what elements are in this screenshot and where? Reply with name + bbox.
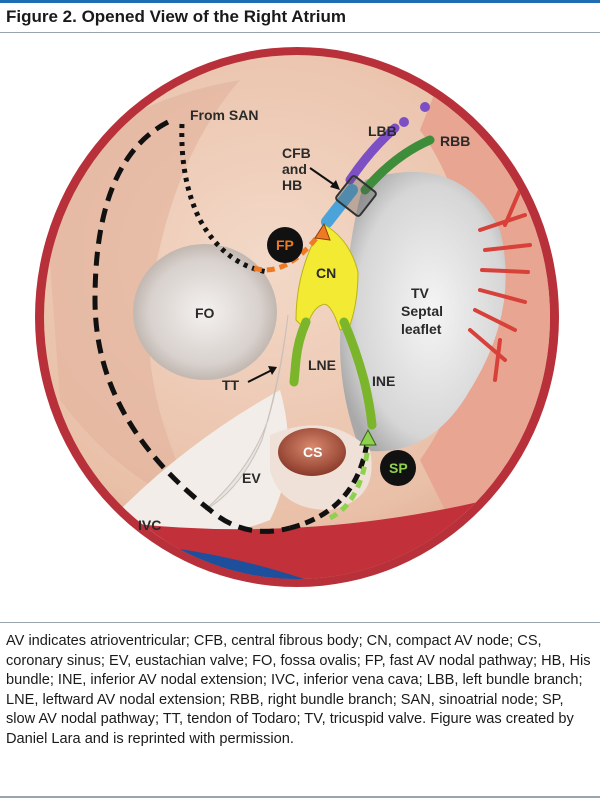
his-bundle	[321, 184, 358, 228]
sp-badge	[380, 450, 416, 486]
label-from-san: From SAN	[190, 107, 258, 123]
label-fo: FO	[195, 305, 215, 321]
fast-pathway-arrowhead	[314, 222, 331, 241]
bottom-rule	[0, 796, 600, 798]
label-ivc: IVC	[138, 517, 161, 533]
label-ine: INE	[372, 373, 395, 389]
leftward-nodal-extension	[289, 317, 311, 387]
label-tt: TT	[222, 377, 240, 393]
label-cs: CS	[303, 444, 322, 460]
label-tv-line2: Septal	[401, 303, 443, 319]
tv-septal-leaflet	[340, 171, 506, 452]
eustachian-valve	[120, 390, 288, 540]
coronary-sinus	[278, 428, 346, 476]
inferior-nodal-extension	[339, 317, 377, 430]
right-atrium-illustration: From SAN LBB RBB CFB and HB FP CN FO TV …	[35, 47, 559, 587]
title-divider	[0, 32, 600, 33]
fp-badge	[267, 227, 303, 263]
label-lbb: LBB	[368, 123, 397, 139]
san-pathway-outer	[92, 119, 291, 534]
label-cfb-line3: HB	[282, 177, 302, 193]
cfb-pointer	[309, 167, 337, 187]
label-tv-line3: leaflet	[401, 321, 442, 337]
tt-pointer-head	[268, 366, 277, 375]
cfb-pointer-head	[330, 180, 340, 190]
label-cn: CN	[316, 265, 336, 281]
caption-divider	[0, 622, 600, 623]
fast-pathway	[253, 234, 320, 273]
label-fp: FP	[276, 237, 294, 253]
label-rbb: RBB	[440, 133, 470, 149]
slow-pathway-green	[328, 444, 371, 521]
lbb-dot-2	[420, 102, 430, 112]
chordae-tendineae	[468, 188, 532, 382]
label-cfb-line2: and	[282, 161, 307, 177]
left-bundle-branch	[345, 123, 400, 185]
slow-pathway	[289, 434, 371, 531]
label-ev: EV	[242, 470, 261, 486]
figure-caption: AV indicates atrioventricular; CFB, cent…	[6, 633, 591, 747]
central-fibrous-body	[335, 175, 377, 217]
right-bundle-branch	[360, 135, 435, 195]
label-sp: SP	[389, 460, 408, 476]
tendon-of-todaro	[204, 314, 289, 511]
label-tv-line1: TV	[411, 285, 430, 301]
label-lne: LNE	[308, 357, 336, 373]
figure-title: Figure 2. Opened View of the Right Atriu…	[6, 7, 347, 26]
fossa-ovalis	[133, 244, 277, 380]
label-cfb-line1: CFB	[282, 145, 311, 161]
tt-pointer	[247, 369, 273, 383]
lbb-dot-1	[399, 117, 409, 127]
top-rule	[0, 0, 600, 3]
compact-av-node	[295, 224, 359, 331]
slow-pathway-arrowhead	[359, 428, 377, 446]
